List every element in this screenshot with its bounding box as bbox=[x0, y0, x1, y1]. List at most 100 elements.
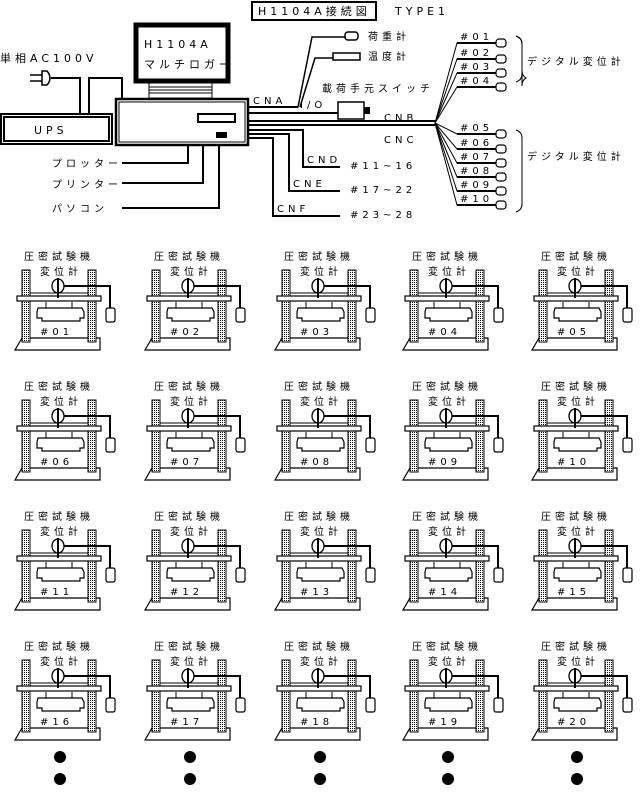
column-right bbox=[217, 659, 227, 733]
gauge-cable bbox=[193, 285, 241, 308]
sensor-box-icon bbox=[365, 307, 376, 323]
plotter-label: プロッター bbox=[52, 158, 122, 170]
digital-gauge-icon bbox=[495, 200, 507, 210]
column-left bbox=[281, 269, 291, 343]
gauge-channel: #07 bbox=[434, 122, 507, 168]
machine-number: #04 bbox=[428, 327, 461, 338]
gauge-channel: #02 bbox=[434, 48, 507, 124]
machine-number: #05 bbox=[557, 327, 590, 338]
switch-label: 載荷手元スイッチ bbox=[322, 82, 434, 95]
sample-holder bbox=[36, 437, 85, 452]
column-left bbox=[538, 659, 548, 733]
gauge-label: 変位計 bbox=[557, 395, 599, 408]
column-right bbox=[347, 529, 357, 603]
digital-gauge-icon bbox=[495, 54, 507, 64]
column-right bbox=[347, 659, 357, 733]
sample-holder bbox=[424, 697, 473, 712]
gauge-label: 変位計 bbox=[300, 525, 342, 538]
column-right bbox=[217, 269, 227, 343]
gauge-cable bbox=[323, 675, 371, 698]
base-plate bbox=[530, 467, 618, 481]
column-right bbox=[87, 269, 97, 343]
monitor-model: H1104A bbox=[144, 38, 212, 51]
sample-holder bbox=[553, 307, 602, 322]
base-plate bbox=[143, 727, 231, 741]
sample-holder bbox=[424, 437, 473, 452]
sensor-box-icon bbox=[493, 307, 504, 323]
sensor-box-icon bbox=[622, 307, 633, 323]
machine-title: 圧密試験機 bbox=[541, 380, 611, 393]
machine-title: 圧密試験機 bbox=[541, 640, 611, 653]
machine-title: 圧密試験機 bbox=[24, 510, 94, 523]
channel-label: #06 bbox=[460, 138, 493, 149]
column-right bbox=[87, 399, 97, 473]
base-plate bbox=[13, 727, 101, 741]
column-right bbox=[604, 659, 614, 733]
printer-label: プリンター bbox=[52, 179, 122, 191]
sample-holder bbox=[296, 307, 345, 322]
continuation-dot bbox=[442, 773, 454, 785]
monitor bbox=[133, 22, 231, 84]
sensor-box-icon bbox=[235, 567, 246, 583]
gauge-label: 変位計 bbox=[40, 655, 82, 668]
base-plate bbox=[143, 467, 231, 481]
sample-holder bbox=[166, 437, 215, 452]
digital-gauge-icon bbox=[495, 186, 507, 196]
column-left bbox=[151, 269, 161, 343]
digital-gauge-icon bbox=[495, 68, 507, 78]
sensor-box-icon bbox=[622, 697, 633, 713]
digital-gauge-icon bbox=[495, 129, 507, 139]
sensor-box-icon bbox=[493, 437, 504, 453]
base-plate bbox=[401, 467, 489, 481]
gauge-cable bbox=[193, 675, 241, 698]
cnd-label: CND bbox=[307, 155, 341, 166]
machine-title: 圧密試験機 bbox=[154, 380, 224, 393]
gauge-cable bbox=[580, 285, 628, 308]
machine-title: 圧密試験機 bbox=[284, 510, 354, 523]
channel-label: #08 bbox=[460, 166, 493, 177]
column-left bbox=[151, 399, 161, 473]
machine-number: #17 bbox=[170, 717, 203, 728]
base-plate bbox=[530, 597, 618, 611]
base-plate bbox=[401, 337, 489, 351]
machine-number: #20 bbox=[557, 717, 590, 728]
gauge-label: 変位計 bbox=[300, 395, 342, 408]
column-left bbox=[538, 269, 548, 343]
column-right bbox=[475, 399, 485, 473]
sensor-box-icon bbox=[493, 567, 504, 583]
base-plate bbox=[273, 337, 361, 351]
gauge-label: 変位計 bbox=[170, 655, 212, 668]
machine-title: 圧密試験機 bbox=[412, 510, 482, 523]
column-left bbox=[151, 529, 161, 603]
column-left bbox=[21, 659, 31, 733]
gauge-cable bbox=[451, 415, 499, 438]
monitor-name: マルチロガー bbox=[144, 58, 234, 71]
column-right bbox=[604, 269, 614, 343]
power-button bbox=[216, 132, 227, 138]
channel-label: #10 bbox=[460, 194, 493, 205]
gauge-cable bbox=[323, 285, 371, 308]
sensor-box-icon bbox=[493, 697, 504, 713]
machine-title: 圧密試験機 bbox=[284, 380, 354, 393]
machine-title: 圧密試験機 bbox=[24, 380, 94, 393]
sensor-box-icon bbox=[365, 437, 376, 453]
digital-gauge-icon bbox=[495, 144, 507, 154]
cne-range: #17~22 bbox=[350, 185, 416, 196]
cnd-range: #11~16 bbox=[350, 161, 416, 172]
machine-number: #19 bbox=[428, 717, 461, 728]
sample-holder bbox=[553, 697, 602, 712]
sensor-box-icon bbox=[105, 697, 116, 713]
machine-number: #18 bbox=[300, 717, 333, 728]
channel-label: #01 bbox=[460, 32, 493, 43]
column-right bbox=[475, 659, 485, 733]
continuation-dot bbox=[314, 751, 326, 763]
column-right bbox=[475, 529, 485, 603]
